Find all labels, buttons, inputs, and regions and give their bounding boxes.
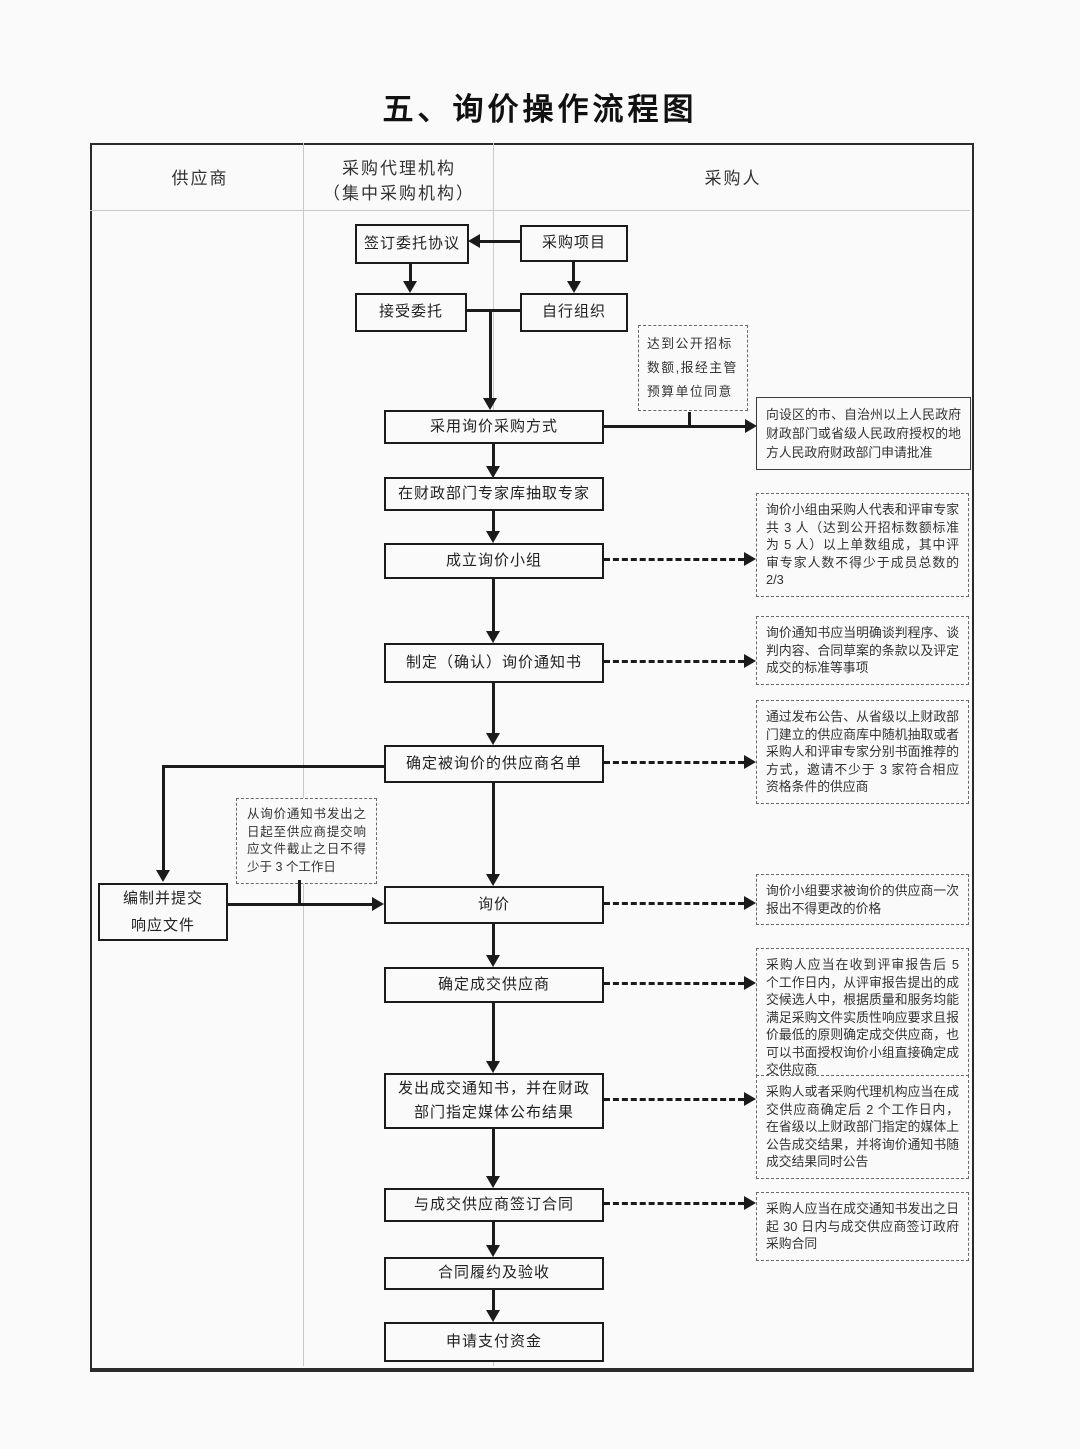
node-apply-payment: 申请支付资金 bbox=[384, 1322, 604, 1362]
annotation-connector bbox=[604, 1202, 744, 1205]
flow-arrowhead bbox=[486, 631, 500, 643]
node-inquiry: 询价 bbox=[384, 886, 604, 924]
node-sign-agreement: 签订委托协议 bbox=[355, 224, 469, 264]
note-notice-content: 询价通知书应当明确谈判程序、谈判内容、合同草案的条款以及评定成交的标准等事项 bbox=[756, 616, 969, 685]
annotation-arrowhead bbox=[744, 1092, 756, 1106]
flow-arrowhead bbox=[486, 1310, 500, 1322]
annotation-connector bbox=[604, 761, 744, 764]
flow-arrowhead bbox=[372, 897, 384, 911]
annotation-arrowhead bbox=[744, 896, 756, 910]
flow-arrowhead bbox=[486, 1176, 500, 1188]
annotation-arrowhead bbox=[744, 552, 756, 566]
node-prepare-response-line2: 响应文件 bbox=[130, 917, 195, 934]
flow-arrowhead bbox=[486, 955, 500, 967]
flow-connector bbox=[572, 261, 575, 282]
annotation-connector bbox=[604, 558, 744, 561]
node-determine-winning-supplier: 确定成交供应商 bbox=[384, 967, 604, 1003]
flow-connector bbox=[228, 903, 374, 906]
lane-header-agency-line2: （集中采购机构） bbox=[323, 184, 475, 203]
node-sign-contract: 与成交供应商签订合同 bbox=[384, 1188, 604, 1222]
node-contract-performance: 合同履约及验收 bbox=[384, 1257, 604, 1290]
flow-connector bbox=[688, 412, 691, 428]
annotation-arrowhead bbox=[744, 654, 756, 668]
note-one-time-quote: 询价小组要求被询价的供应商一次报出不得更改的价格 bbox=[756, 874, 969, 925]
flow-connector bbox=[489, 309, 492, 399]
node-determine-supplier-list: 确定被询价的供应商名单 bbox=[384, 745, 604, 783]
flow-connector bbox=[298, 880, 301, 906]
flow-connector bbox=[492, 1222, 495, 1246]
flow-connector bbox=[492, 444, 495, 467]
annotation-connector bbox=[604, 660, 744, 663]
note-determine-rule: 采购人应当在收到评审报告后 5 个工作日内，从评审报告提出的成交候选人中，根据质… bbox=[756, 948, 969, 1087]
annotation-arrowhead bbox=[744, 1196, 756, 1210]
note-announce-result: 采购人或者采购代理机构应当在成交供应商确定后 2 个工作日内，在省级以上财政部门… bbox=[756, 1075, 969, 1179]
note-invite-suppliers: 通过发布公告、从省级以上财政部门建立的供应商库中随机抽取或者采购人和评审专家分别… bbox=[756, 700, 969, 804]
lane-header-agency: 采购代理机构 （集中采购机构） bbox=[308, 154, 490, 204]
flow-arrowhead bbox=[745, 419, 757, 433]
note-group-composition: 询价小组由采购人代表和评审专家共 3 人（达到公开招标数额标准为 5 人）以上单… bbox=[756, 493, 969, 597]
flow-connector bbox=[480, 240, 520, 243]
node-extract-experts: 在财政部门专家库抽取专家 bbox=[384, 477, 604, 511]
flow-arrowhead bbox=[486, 1061, 500, 1073]
node-prepare-response-line1: 编制并提交 bbox=[122, 890, 203, 907]
flow-connector bbox=[467, 309, 520, 312]
note-contract-deadline: 采购人应当在成交通知书发出之日起 30 日内与成交供应商签订政府采购合同 bbox=[756, 1192, 969, 1261]
annotation-connector bbox=[604, 1098, 744, 1101]
annotation-arrowhead bbox=[744, 976, 756, 990]
lane-divider bbox=[303, 143, 304, 1366]
flow-connector bbox=[492, 511, 495, 532]
node-accept-entrustment: 接受委托 bbox=[355, 293, 467, 332]
flow-arrowhead bbox=[567, 281, 581, 293]
flow-arrowhead bbox=[486, 531, 500, 543]
flow-connector bbox=[492, 683, 495, 734]
annotation-connector bbox=[604, 982, 744, 985]
node-self-organize: 自行组织 bbox=[520, 293, 628, 332]
flow-arrowhead bbox=[486, 733, 500, 745]
flow-arrowhead bbox=[486, 1245, 500, 1257]
flow-arrowhead bbox=[486, 874, 500, 886]
flow-connector bbox=[492, 1290, 495, 1311]
node-procurement-project: 采购项目 bbox=[520, 225, 628, 262]
header-divider bbox=[90, 210, 970, 211]
lane-header-purchaser: 采购人 bbox=[704, 169, 762, 188]
annotation-arrowhead bbox=[744, 755, 756, 769]
flow-connector bbox=[162, 765, 384, 768]
flow-arrowhead bbox=[156, 870, 170, 882]
node-adopt-inquiry-method: 采用询价采购方式 bbox=[384, 410, 604, 444]
node-form-inquiry-group: 成立询价小组 bbox=[384, 543, 604, 579]
note-apply-approval: 向设区的市、自治州以上人民政府财政部门或省级人民政府授权的地方人民政府财政部门申… bbox=[756, 397, 971, 470]
flow-connector bbox=[492, 1129, 495, 1177]
note-open-tender-threshold: 达到公开招标数额,报经主管预算单位同意 bbox=[638, 325, 748, 411]
lane-header-agency-line1: 采购代理机构 bbox=[342, 159, 456, 178]
diagram-frame bbox=[90, 143, 974, 1372]
flow-connector bbox=[492, 783, 495, 875]
flow-arrowhead bbox=[468, 234, 480, 248]
flow-connector bbox=[162, 765, 165, 871]
flow-connector bbox=[492, 924, 495, 956]
annotation-connector bbox=[604, 902, 744, 905]
flow-arrowhead bbox=[486, 466, 500, 478]
node-prepare-response: 编制并提交 响应文件 bbox=[98, 883, 228, 941]
node-make-inquiry-notice: 制定（确认）询价通知书 bbox=[384, 643, 604, 683]
flow-arrowhead bbox=[483, 398, 497, 410]
node-issue-award-notice: 发出成交通知书，并在财政部门指定媒体公布结果 bbox=[384, 1073, 604, 1129]
note-response-deadline: 从询价通知书发出之日起至供应商提交响应文件截止之日不得少于 3 个工作日 bbox=[236, 798, 377, 884]
flow-connector bbox=[492, 1003, 495, 1062]
page-title: 五、询价操作流程图 bbox=[382, 92, 698, 127]
lane-header-supplier: 供应商 bbox=[171, 169, 229, 188]
flow-connector bbox=[492, 579, 495, 632]
flow-arrowhead bbox=[403, 281, 417, 293]
flow-connector bbox=[409, 262, 412, 282]
flow-connector bbox=[604, 425, 747, 428]
